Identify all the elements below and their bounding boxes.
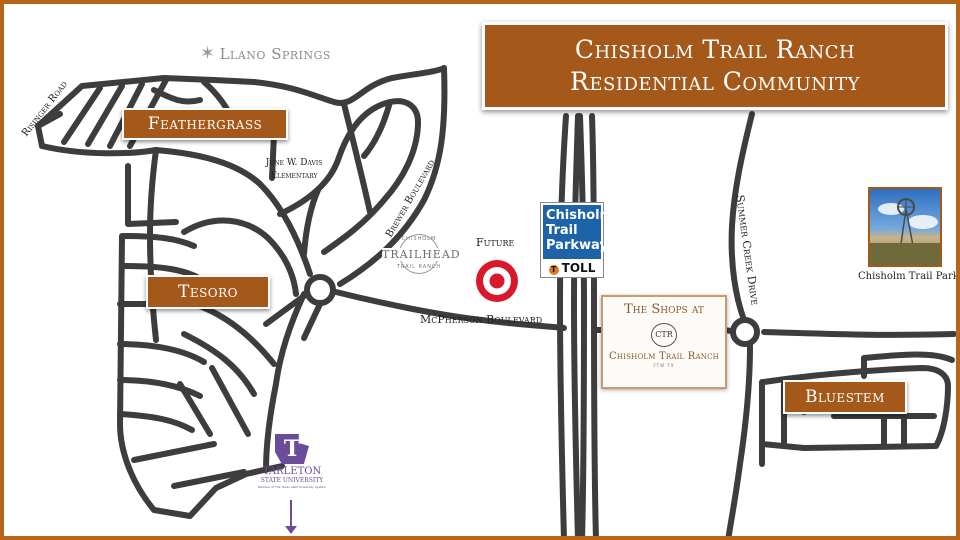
tesoro-label: Tesoro (177, 282, 239, 302)
toll-text: TOLL (561, 261, 596, 275)
ctr-monogram: CTR (651, 323, 677, 347)
roundabout-summer-creek (730, 317, 760, 347)
tarleton-line-1: TARLETON (262, 466, 322, 477)
trailhead-bottom: TRAIL RANCH (396, 264, 442, 270)
tarleton-direction-line (290, 500, 292, 528)
arrow-down-icon (285, 526, 297, 534)
feathergrass-label: Feathergrass (147, 114, 263, 134)
neighborhood-feathergrass[interactable]: Feathergrass (122, 108, 288, 140)
title-line-1: Chisholm Trail Ranch (574, 35, 856, 64)
trailhead-top: CHISHOLM (401, 236, 437, 242)
llano-springs-label: ✶Llano Springs (200, 43, 331, 64)
neighborhood-bluestem[interactable]: Bluestem (783, 380, 907, 414)
map-title: Chisholm Trail Ranch Residential Communi… (482, 22, 948, 110)
shops-line-1: The Shops at (624, 302, 704, 317)
title-line-2: Residential Community (570, 67, 860, 96)
toll-icon: T (548, 265, 559, 275)
school-line-1: June W. Davis (265, 158, 323, 168)
park-photo[interactable] (868, 187, 942, 267)
future-label: Future (476, 236, 515, 249)
target-logo-icon (476, 260, 518, 302)
tarleton-monogram: T (275, 434, 309, 464)
park-label: Chisholm Trail Park (858, 271, 959, 282)
llano-springs-text: Llano Springs (219, 45, 331, 63)
toll-sign-panel: Chisholm Trail Parkway (543, 205, 614, 259)
trailhead-main: TRAILHEAD (382, 248, 461, 261)
bluestem-label: Bluestem (805, 387, 885, 407)
neighborhood-tesoro[interactable]: Tesoro (146, 275, 270, 309)
elementary-school-label: June W. Davis Elementary (252, 157, 336, 183)
trailhead-logo: CHISHOLM TRAILHEAD TRAIL RANCH (382, 234, 461, 276)
shops-line-2: Chisholm Trail Ranch (609, 351, 719, 362)
mcpherson-boulevard-label: McPherson Boulevard (420, 313, 543, 326)
shops-card[interactable]: The Shops at CTR Chisholm Trail Ranch FT… (601, 295, 727, 389)
roundabout-brewer (304, 274, 336, 306)
tarleton-logo[interactable]: T TARLETON STATE UNIVERSITY Member of Th… (256, 434, 328, 490)
toll-sign-line-3: Parkway (546, 238, 608, 253)
shops-line-3: FTW TX (653, 363, 675, 368)
toll-sign-line-1: Chisholm (546, 208, 614, 223)
toll-sign-line-2: Trail (546, 223, 578, 238)
tarleton-line-3: Member of The Texas A&M University Syste… (257, 485, 327, 489)
windmill-icon (870, 198, 940, 265)
cloud-2 (908, 215, 938, 229)
star-icon: ✶ (200, 43, 216, 64)
tarleton-line-2: STATE UNIVERSITY (260, 477, 324, 484)
school-line-2: Elementary (270, 171, 318, 181)
